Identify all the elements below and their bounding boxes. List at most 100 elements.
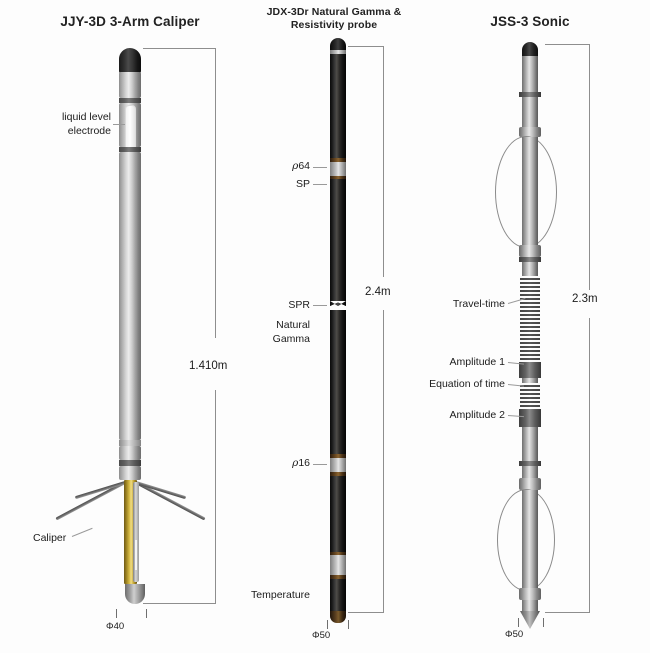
callout-caliper: Caliper (33, 531, 66, 545)
probe-jjy-3d (0, 0, 270, 653)
dim-jss-ext-bottom (545, 612, 590, 613)
rho-symbol-16: ρ (292, 457, 299, 469)
probe3-bow2-collar-top (519, 478, 541, 490)
dim-jjy-length-value: 1.410m (189, 360, 228, 372)
probe2-top-ring (330, 50, 346, 54)
probe3-collar-lower (519, 461, 541, 466)
callout-liquid-level-line1: liquid level (61, 111, 111, 123)
probe3-collar-mid (519, 257, 541, 262)
dim-jss-length-value: 2.3m (572, 293, 598, 305)
leader-liquid-level (113, 124, 125, 125)
dia-jdx-tick-left (327, 620, 328, 629)
callout-natural-gamma: Natural Gamma (262, 318, 310, 346)
rho-symbol-64: ρ (292, 160, 299, 172)
dim-jdx-length-value: 2.4m (365, 286, 391, 298)
callout-travel-time: Travel-time (452, 298, 505, 310)
dia-jss-tick-right (543, 618, 544, 627)
probe2-upper-body (330, 54, 346, 158)
probe1-shaft (119, 152, 141, 440)
probe-title-jdx-line2: Resistivity probe (290, 19, 378, 32)
probe3-body-2 (522, 97, 538, 127)
dim-jjy-ext-top (143, 48, 216, 49)
callout-amplitude-2: Amplitude 2 (449, 409, 505, 421)
probe-jdx-3dr (0, 0, 430, 653)
probe2-lower-body (330, 476, 346, 552)
probe1-inner-slot (135, 540, 137, 570)
dim-jdx-line-bottom (383, 310, 384, 613)
dim-jdx-ext-bottom (348, 612, 384, 613)
probe3-transducer-amplitude-1 (519, 362, 541, 378)
dia-jss-value: Φ50 (505, 629, 524, 640)
callout-caliper-label: Caliper (33, 532, 67, 544)
dia-jss-tick-left (518, 618, 519, 627)
probe2-temperature-section (330, 579, 346, 611)
callout-liquid-level-electrode: liquid level electrode (25, 110, 111, 138)
probe1-shaft-lower (119, 446, 141, 460)
dia-jjy-value: Φ40 (106, 621, 125, 632)
dim-jss-line-bottom (589, 318, 590, 613)
probe1-upper-body (119, 72, 141, 98)
probe2-lower-collar (330, 555, 346, 575)
acoustic-isolator-upper (520, 276, 540, 362)
probe3-bow-collar-top (519, 127, 541, 137)
rho-value-16: 16 (298, 457, 310, 469)
callout-temperature: Temperature (251, 589, 310, 601)
probe2-bottom-tip (330, 611, 346, 623)
probe2-band-rho16-lower (330, 472, 346, 476)
dia-jjy-tick-left (116, 609, 117, 618)
probe3-body-6 (522, 466, 538, 478)
leader-sp (313, 184, 327, 185)
probe3-bottom-cone-tip (520, 611, 540, 629)
probe1-band-lower (119, 147, 141, 152)
probe2-electrode-rho64 (330, 162, 346, 176)
dim-jdx-ext-top (348, 46, 384, 47)
dim-jdx-line-top (383, 46, 384, 277)
probe-title-jjy-3d: JJY-3D 3-Arm Caliper (60, 14, 200, 29)
callout-natural-gamma-line2: Gamma (272, 333, 310, 346)
probe2-mid-body (330, 179, 346, 301)
callout-rho-16: ρ16 (268, 456, 310, 470)
callout-amplitude-1: Amplitude 1 (449, 356, 505, 368)
callout-natural-gamma-line1: Natural (276, 319, 310, 331)
probe3-bow-shaft-lower (522, 490, 538, 588)
probe3-transducer-amplitude-2 (519, 409, 541, 427)
probe3-bow2-collar-bottom (519, 588, 541, 600)
probe2-collar-top (330, 552, 346, 555)
dim-jjy-ext-bottom (143, 603, 216, 604)
probe2-top-cap (330, 38, 346, 52)
leader-rho-64 (313, 167, 327, 168)
callout-rho-64: ρ64 (268, 159, 310, 173)
probe1-band-mid (119, 440, 141, 446)
dim-jss-line-top (589, 44, 590, 290)
probe2-break-mark (330, 301, 346, 310)
probe3-bow-shaft-upper (522, 137, 538, 245)
probe3-tip-shaft (522, 600, 538, 611)
probe-title-jss-3: JSS-3 Sonic (490, 14, 570, 29)
probe2-band-sp (330, 176, 346, 179)
dim-jjy-line-top (215, 48, 216, 338)
rho-value-64: 64 (298, 160, 310, 172)
probe2-collar-bottom (330, 575, 346, 579)
probe-title-jdx-line1: JDX-3Dr Natural Gamma & (266, 6, 402, 18)
callout-spr: SPR (288, 299, 310, 311)
dia-jdx-tick-right (348, 620, 349, 629)
probe1-arm-hub (119, 466, 141, 480)
probe2-electrode-rho16 (330, 458, 346, 472)
callout-liquid-level-line2: electrode (67, 125, 111, 138)
probe3-top-cap (522, 42, 538, 58)
probe3-body-5 (522, 427, 538, 461)
dia-jdx-value: Φ50 (312, 630, 331, 641)
probe3-bow-collar-bottom (519, 245, 541, 257)
leader-rho-16 (313, 464, 327, 465)
probe2-gamma-body (330, 310, 346, 454)
probe2-band-rho16-upper (330, 454, 346, 458)
probe1-bottom-tip (125, 584, 145, 604)
probe1-band-upper (119, 98, 141, 103)
probe1-inner-rod (133, 482, 139, 582)
probe3-collar-upper (519, 92, 541, 97)
callout-equation-of-time: Equation of time (429, 378, 505, 390)
probe3-body-4 (522, 378, 538, 383)
probe3-body-3 (522, 262, 538, 276)
